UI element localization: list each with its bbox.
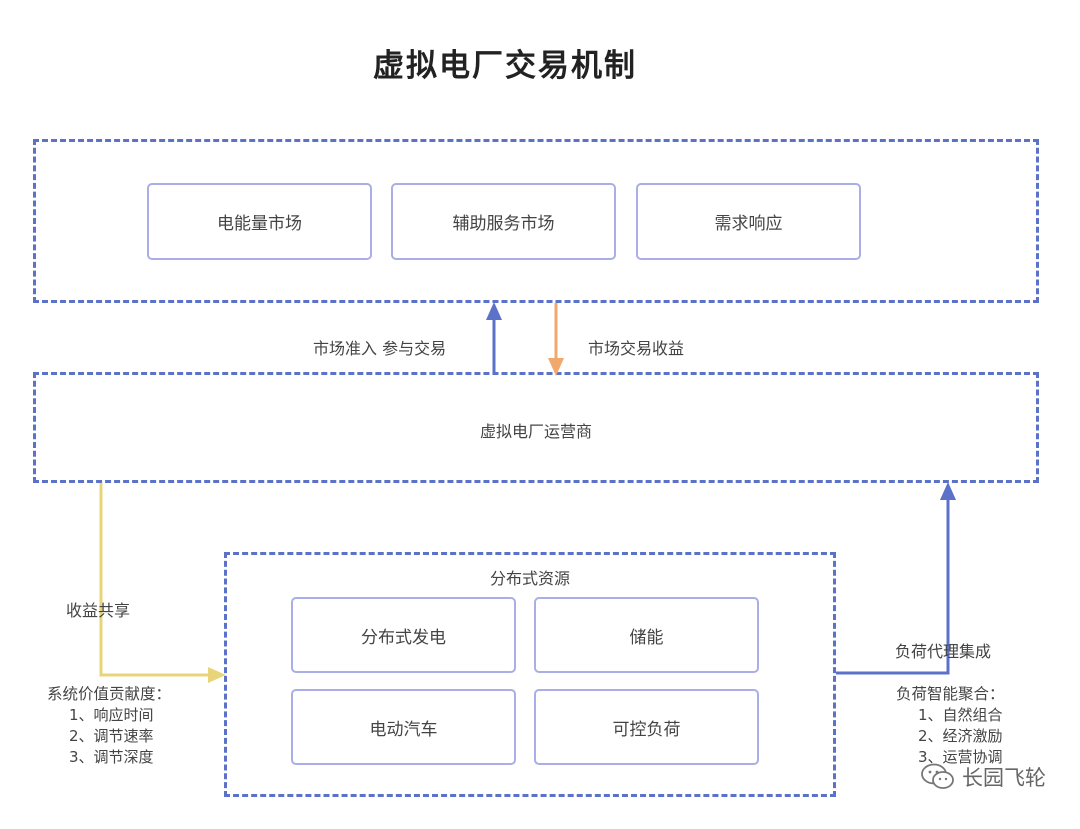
resources-title: 分布式资源	[489, 569, 570, 588]
resources-region	[224, 552, 836, 797]
resource-distributed-generation: 分布式发电	[291, 597, 516, 673]
aggregate-arrow-line	[836, 498, 950, 675]
share-arrow-line	[99, 483, 210, 677]
access-label: 市场准入 参与交易	[313, 339, 447, 358]
wechat-icon	[921, 763, 954, 789]
resource-energy-storage: 储能	[534, 597, 759, 673]
operator-region	[33, 372, 1039, 483]
watermark-text: 长园飞轮	[962, 766, 1046, 790]
right-note-item: 2、经济激励	[918, 727, 1003, 745]
right-note-item: 1、自然组合	[918, 706, 1003, 724]
access-arrow-head	[486, 302, 502, 320]
left-note-item: 1、响应时间	[69, 706, 154, 724]
market-region	[33, 139, 1039, 303]
diagram-title: 虚拟电厂交易机制	[373, 48, 637, 84]
watermark: 长园飞轮	[920, 762, 1046, 792]
right-note-heading: 负荷智能聚合：	[896, 685, 1005, 703]
left-note-item: 3、调节深度	[69, 748, 154, 766]
resource-controllable-load: 可控负荷	[534, 689, 759, 765]
market-energy: 电能量市场	[147, 183, 372, 260]
market-ancillary: 辅助服务市场	[391, 183, 616, 260]
operator-label: 虚拟电厂运营商	[479, 422, 592, 441]
aggregate-arrow-head	[940, 482, 956, 500]
share-arrow-head	[208, 667, 226, 683]
revenue-label: 市场交易收益	[588, 339, 685, 358]
market-demand-response: 需求响应	[636, 183, 861, 260]
right-note: 负荷智能聚合： 1、自然组合 2、经济激励 3、运营协调	[896, 684, 1005, 768]
aggregate-label: 负荷代理集成	[895, 642, 992, 661]
left-note-item: 2、调节速率	[69, 727, 154, 745]
left-note: 系统价值贡献度： 1、响应时间 2、调节速率 3、调节深度	[47, 684, 171, 768]
left-note-heading: 系统价值贡献度：	[47, 685, 172, 703]
right-note-item: 3、运营协调	[918, 748, 1003, 766]
share-label: 收益共享	[66, 601, 131, 620]
resource-electric-vehicle: 电动汽车	[291, 689, 516, 765]
revenue-arrow-head	[548, 358, 564, 376]
